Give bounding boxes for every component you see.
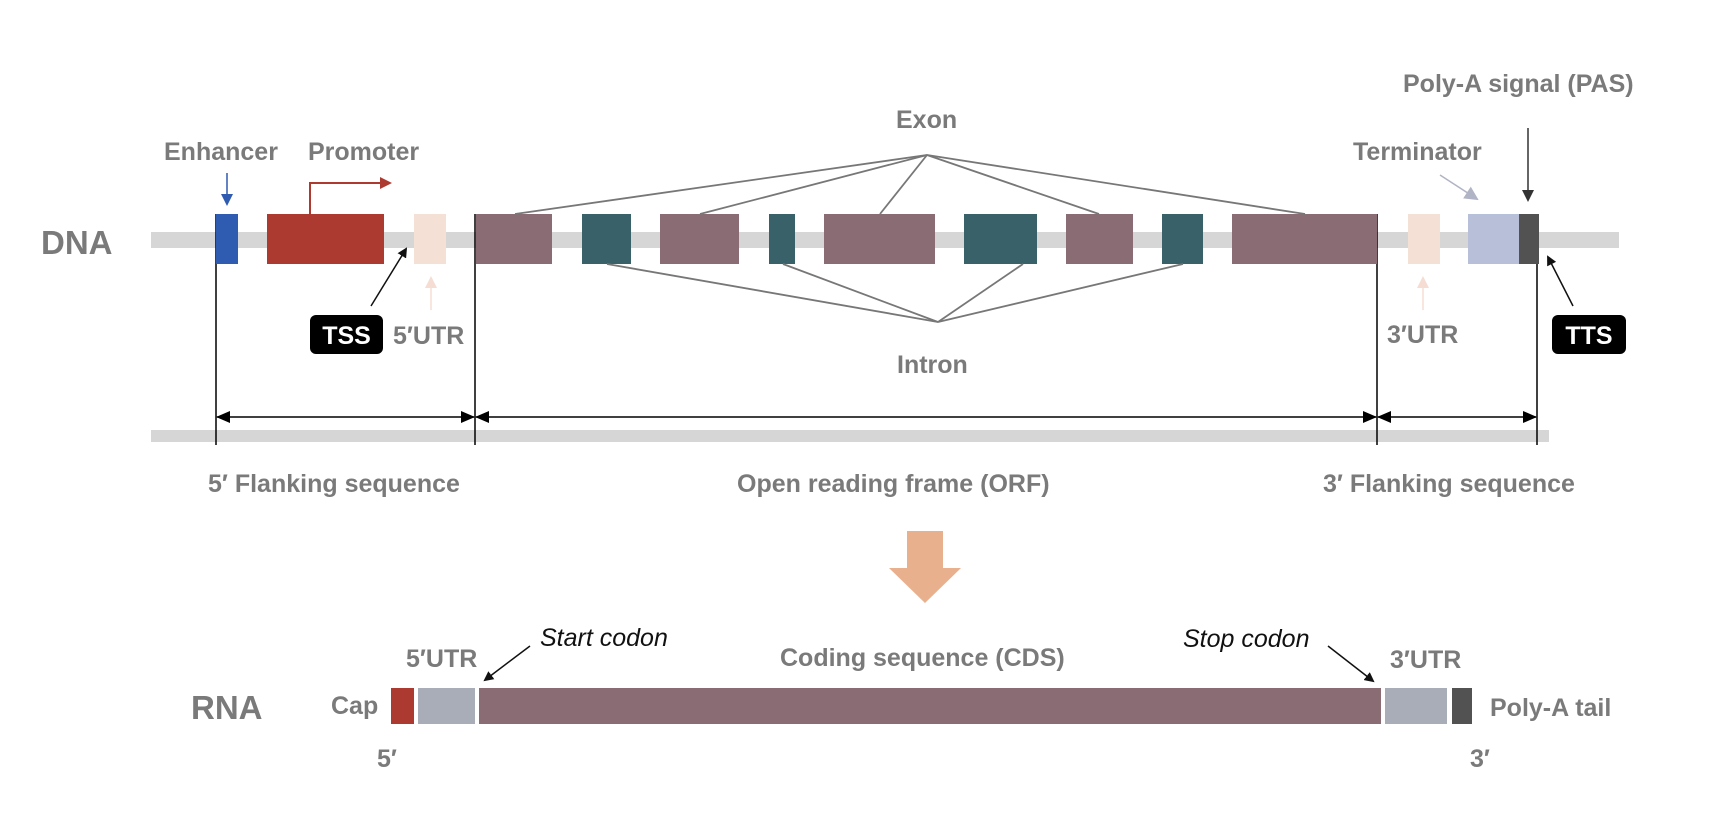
utr5-rna-label: 5′UTR	[406, 645, 477, 673]
pas-box	[1519, 214, 1539, 264]
intron-connector	[782, 263, 939, 323]
promoter-box	[267, 214, 384, 264]
terminator-label: Terminator	[1353, 138, 1482, 166]
exon-box	[476, 214, 552, 264]
exon-label: Exon	[896, 106, 957, 134]
utr5-dna-label: 5′UTR	[393, 322, 464, 350]
polya-tail-label: Poly-A tail	[1490, 694, 1611, 722]
tss-badge	[310, 315, 383, 354]
utr3-dna-box	[1408, 214, 1440, 264]
stop-codon-label: Stop codon	[1183, 625, 1310, 653]
tts-badge	[1552, 315, 1626, 354]
utr5-rna-box	[418, 688, 475, 724]
intron-connector	[606, 263, 939, 323]
intron-connector	[937, 263, 1024, 323]
cap-box	[391, 688, 414, 724]
stop-codon-pointer-arrow	[1327, 645, 1375, 683]
exon-connector	[699, 154, 928, 215]
utr3-rna-box	[1385, 688, 1447, 724]
three-prime-end-label: 3′	[1470, 745, 1490, 773]
utr3-dna-label: 3′UTR	[1387, 321, 1458, 349]
flank3-region-label: 3′ Flanking sequence	[1323, 470, 1575, 498]
tts-label: TTS	[1565, 322, 1612, 350]
exon-box	[1066, 214, 1133, 264]
exon-connector	[926, 154, 1100, 215]
transcription-start-arrow	[309, 177, 392, 214]
exon-connectors	[514, 154, 1306, 215]
utr3-rna-label: 3′UTR	[1390, 646, 1461, 674]
terminator-box	[1468, 214, 1519, 264]
terminator-pointer-arrow	[1439, 174, 1479, 201]
exon-box	[1232, 214, 1377, 264]
start-codon-pointer-arrow	[483, 645, 531, 682]
tss-pointer-arrow	[370, 247, 408, 307]
intron-label: Intron	[897, 351, 968, 379]
exon-connector	[926, 154, 1306, 215]
cds-label: Coding sequence (CDS)	[780, 644, 1065, 672]
intron-box	[1162, 214, 1203, 264]
exon-box	[660, 214, 739, 264]
dna-segments	[216, 214, 1539, 264]
flank5-region-label: 5′ Flanking sequence	[208, 470, 460, 498]
tts-pointer-arrow	[1547, 255, 1574, 307]
five-prime-end-label: 5′	[377, 745, 397, 773]
pas-label: Poly-A signal (PAS)	[1403, 70, 1634, 98]
polya-tail-box	[1452, 688, 1472, 724]
rna-row-label: RNA	[191, 689, 263, 726]
intron-connectors	[606, 263, 1184, 323]
exon-connector	[879, 154, 928, 215]
orf-region-label: Open reading frame (ORF)	[737, 470, 1050, 498]
intron-box	[769, 214, 795, 264]
dna-row-label: DNA	[41, 224, 113, 261]
intron-box	[582, 214, 631, 264]
intron-connector	[937, 263, 1184, 323]
promoter-label: Promoter	[308, 138, 419, 166]
start-codon-label: Start codon	[540, 624, 668, 652]
intron-box	[964, 214, 1037, 264]
exon-box	[824, 214, 935, 264]
exon-connector	[514, 154, 928, 215]
transcription-down-arrow-icon	[889, 531, 961, 603]
cds-box	[479, 688, 1381, 724]
utr5-dna-box	[414, 214, 446, 264]
region-baseline-bar	[151, 430, 1549, 442]
tss-label: TSS	[322, 322, 371, 350]
cap-label: Cap	[331, 692, 378, 720]
enhancer-box	[216, 214, 238, 264]
enhancer-label: Enhancer	[164, 138, 278, 166]
